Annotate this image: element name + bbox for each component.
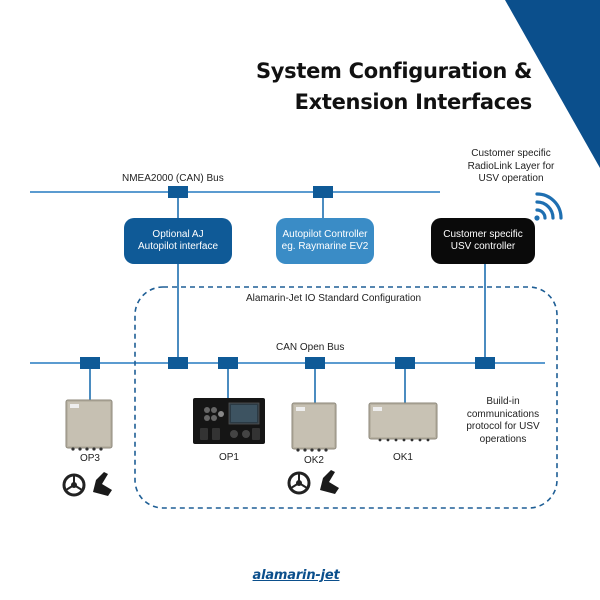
can-connector-usv [475,357,495,369]
alamarin-jet-logo: alamarin-jet [252,568,340,583]
autopilot-controller-box: Autopilot Controller eg. Raymarine EV2 [276,218,374,264]
nmea-connector-2 [313,186,333,198]
can-connector-ok1 [395,357,415,369]
device-label-ok1: OK1 [392,452,413,463]
device-label-op1: OP1 [218,452,239,463]
throttle-lever-icon [320,470,339,494]
corner-triangle [505,0,600,168]
standard-config-label: Alamarin-Jet IO Standard Configuration [246,293,422,304]
op3-module-image [65,399,113,451]
build-in-protocol-label: Build-in communications protocol for USV… [466,396,540,445]
nmea-bus-label: NMEA2000 (CAN) Bus [122,173,224,184]
wifi-icon [534,192,563,221]
can-connector-op3 [80,357,100,369]
ok2-module-image [291,402,337,452]
optional-aj-autopilot-box: Optional AJ Autopilot interface [124,218,232,264]
steering-wheel-icon [62,473,86,497]
device-label-op3: OP3 [79,453,100,464]
page-title-line-2: Extension Interfaces [294,90,533,114]
ok1-module-image [368,402,438,442]
usv-controller-box: Customer specific USV controller [431,218,535,264]
steering-wheel-icon [287,471,311,495]
can-connector-ok2 [305,357,325,369]
nmea-connector-1 [168,186,188,198]
can-bus-label: CAN Open Bus [276,342,345,353]
standard-config-boundary [134,286,558,509]
device-label-ok2: OK2 [303,455,324,466]
can-connector-op1 [218,357,238,369]
page-title-line-1: System Configuration & [255,59,532,83]
radiolink-label: Customer specific RadioLink Layer for US… [467,148,555,184]
can-connector-optional [168,357,188,369]
throttle-lever-icon [93,472,112,496]
op1-control-panel-image [193,398,265,444]
